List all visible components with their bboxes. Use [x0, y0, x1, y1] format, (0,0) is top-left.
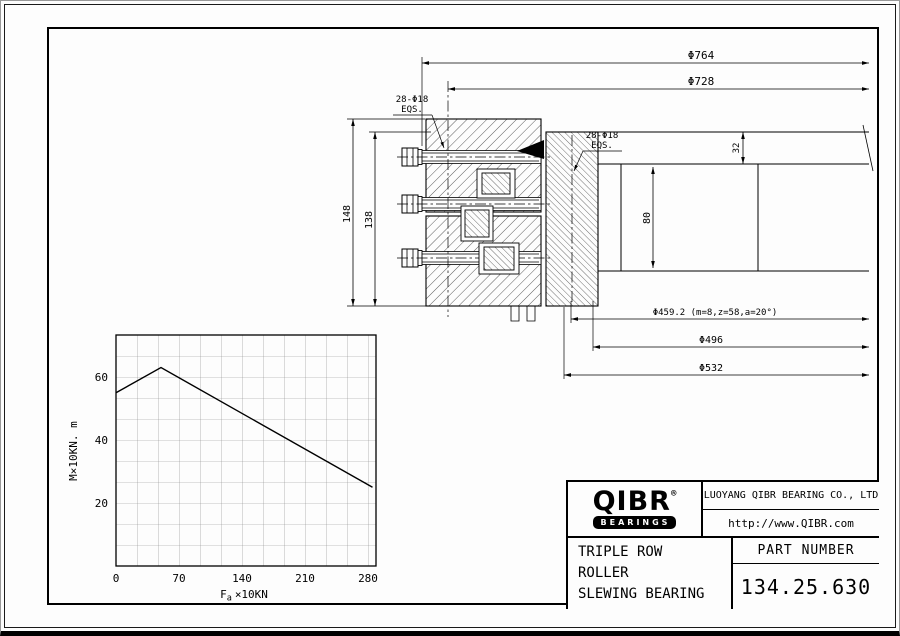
dim-outer-diameter: Φ764 — [688, 49, 715, 62]
product-type-line: SLEWING BEARING — [578, 586, 705, 602]
logo-cell: QIBR® BEARINGS — [568, 482, 701, 536]
dimensions: Φ764 Φ728 28-Φ18 EQS. 28-Φ18 EQS. — [342, 49, 870, 379]
dim-bolt-circle-outer: Φ728 — [688, 75, 715, 88]
title-block: QIBR® BEARINGS LUOYANG QIBR BEARING CO.,… — [566, 480, 879, 609]
x-axis-label-sub: a — [227, 594, 232, 604]
load-curve — [115, 366, 373, 488]
logo-tagline: BEARINGS — [592, 516, 677, 529]
x-axis-label-rest: ×10KN — [235, 588, 268, 601]
qibr-logo: QIBR® BEARINGS — [592, 486, 677, 529]
product-type-line: ROLLER — [578, 565, 629, 581]
bolt-note-outer: 28-Φ18 EQS. — [393, 95, 445, 149]
axial-roller-bottom — [483, 246, 515, 271]
mating-structure — [598, 124, 874, 272]
radial-roller — [464, 209, 490, 238]
product-type: TRIPLE ROW ROLLER SLEWING BEARING — [568, 538, 731, 609]
dim-inner-diameter: Φ532 — [699, 363, 723, 374]
sheet-inner-frame — [47, 27, 879, 605]
bolt-note-inner-line1: 28-Φ18 — [586, 131, 619, 141]
bolt-note-inner-line2: EQS. — [591, 141, 613, 151]
chart-plot-area — [115, 334, 377, 567]
company-name: LUOYANG QIBR BEARING CO., LTD — [703, 482, 879, 510]
part-number: 134.25.630 — [740, 574, 872, 599]
dim-bore-height: 80 — [642, 212, 653, 224]
x-axis-label-main: F — [220, 588, 227, 601]
bearing-cross-section-drawing: Φ764 Φ728 28-Φ18 EQS. 28-Φ18 EQS. — [342, 49, 874, 379]
y-tick: 20 — [95, 497, 108, 510]
y-axis-tick-labels: 60 40 20 — [95, 371, 108, 510]
load-capacity-chart: 60 40 20 0 70 140 210 280 M×10KN. m Fa×1… — [67, 334, 378, 604]
x-axis-tick-labels: 0 70 140 210 280 — [113, 572, 378, 585]
x-tick: 280 — [358, 572, 378, 585]
dim-gear-spec: Φ459.2 (m=8,z=58,a=20°) — [653, 308, 778, 318]
x-tick: 210 — [295, 572, 315, 585]
axial-roller-top — [481, 172, 511, 195]
seal-wedge — [517, 140, 544, 159]
roller-rows — [460, 168, 520, 275]
y-tick: 60 — [95, 371, 108, 384]
y-axis-label: M×10KN. m — [67, 421, 80, 481]
x-tick: 0 — [113, 572, 120, 585]
dim-step-height: 32 — [732, 143, 742, 154]
gear-teeth — [507, 305, 539, 322]
break-line — [862, 124, 874, 172]
x-tick: 140 — [232, 572, 252, 585]
x-tick: 70 — [172, 572, 185, 585]
registered-trademark-icon: ® — [670, 489, 677, 499]
bolt-note-outer-line2: EQS. — [401, 105, 423, 115]
company-website: http://www.QIBR.com — [728, 516, 854, 530]
product-type-line: TRIPLE ROW — [578, 544, 663, 560]
dim-height-total: 148 — [342, 205, 353, 223]
x-axis-label: Fa×10KN — [220, 588, 268, 604]
dim-bolt-circle-inner: Φ496 — [699, 335, 723, 346]
y-tick: 40 — [95, 434, 108, 447]
bolt-note-outer-line1: 28-Φ18 — [396, 95, 429, 105]
bolt-note-inner: 28-Φ18 EQS. — [571, 131, 622, 302]
logo-text: QIBR — [592, 486, 671, 517]
part-number-label: PART NUMBER — [733, 538, 879, 564]
dim-height-inner: 138 — [364, 211, 375, 229]
